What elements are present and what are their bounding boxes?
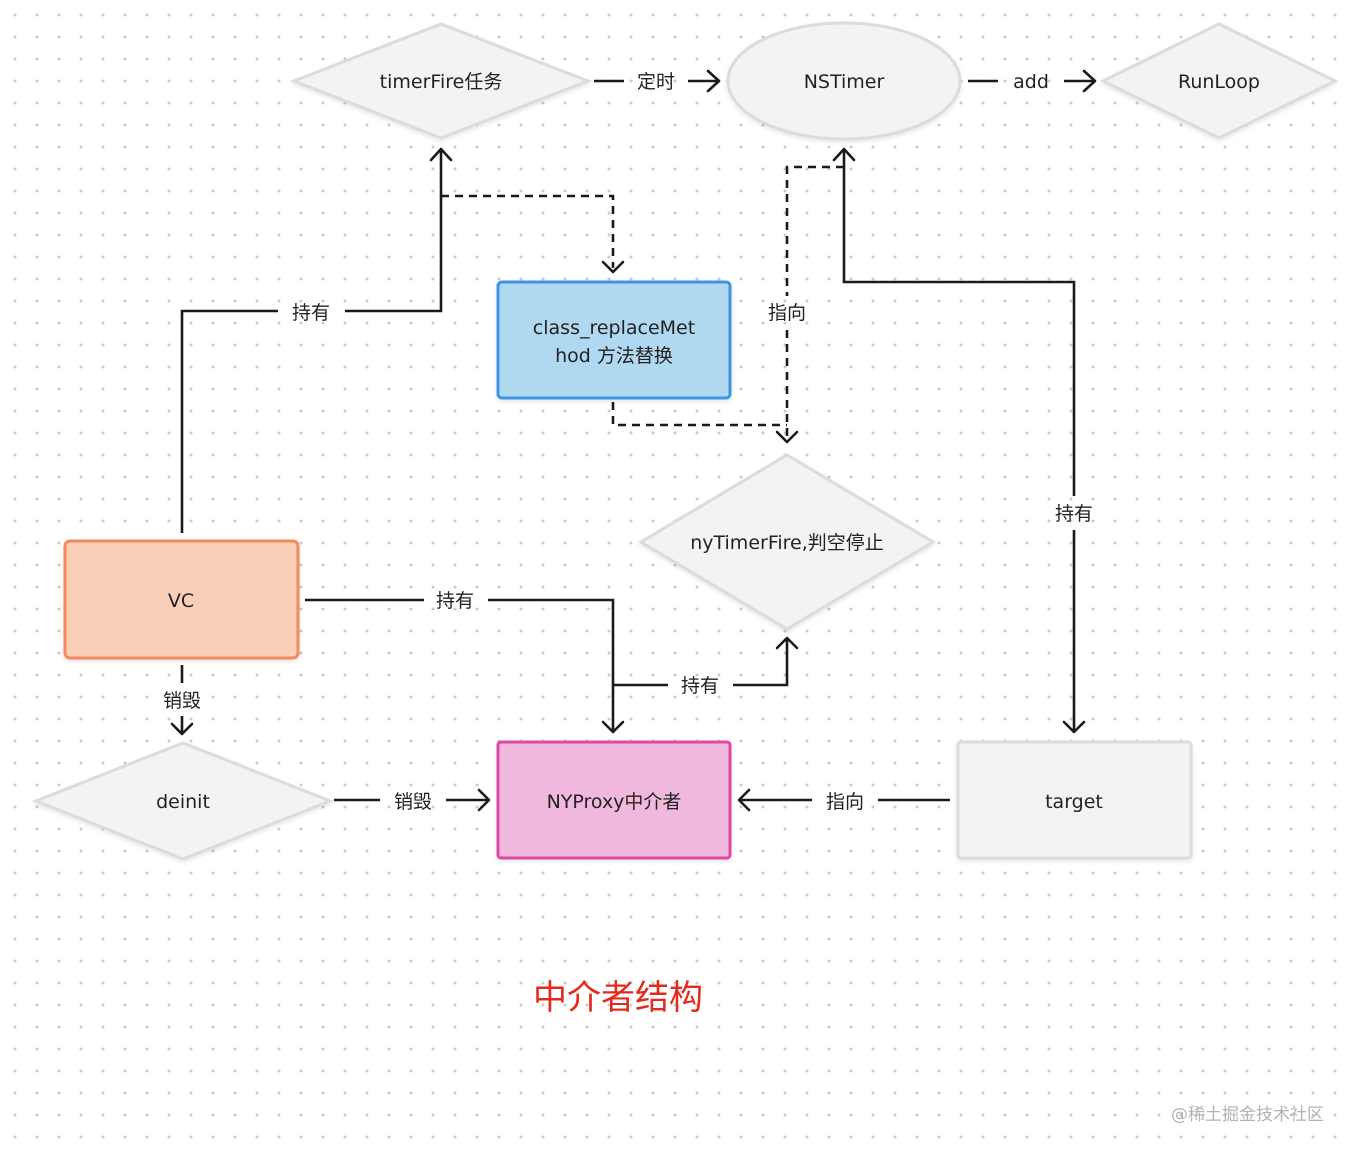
edge-target-hold-nstimer — [832, 147, 1086, 734]
edge-label-point-nstimer: 指向 — [768, 302, 806, 324]
target-label: target — [1045, 791, 1103, 813]
edge-label-target-point-proxy: 指向 — [826, 791, 864, 813]
edge-label-proxy-hold-nytimerfire: 持有 — [681, 675, 719, 697]
edge-proxy-hold-nytimerfire — [613, 636, 799, 687]
edge-vc-hold-timerfire — [180, 147, 453, 533]
nyproxy-label: NYProxy中介者 — [547, 791, 682, 813]
class-replace-label-line2: hod 方法替换 — [555, 345, 673, 367]
vc-label: VC — [168, 590, 194, 612]
edge-dashed-to-class-replace — [441, 194, 625, 274]
node-timerfire-task: timerFire任务 — [289, 22, 593, 140]
node-nyproxy: NYProxy中介者 — [496, 740, 732, 860]
node-deinit: deinit — [31, 741, 335, 861]
node-vc: VC — [63, 539, 300, 660]
edge-timerfire-to-nstimer — [594, 69, 721, 93]
timerfire-task-label: timerFire任务 — [380, 71, 503, 93]
edge-nstimer-to-runloop — [968, 69, 1097, 93]
watermark: @稀土掘金技术社区 — [1171, 1105, 1324, 1125]
node-runloop: RunLoop — [1099, 22, 1339, 140]
nytimerfire-label: nyTimerFire,判空停止 — [690, 532, 884, 554]
edge-deinit-destroy-proxy — [334, 788, 491, 812]
edge-vc-destroy-deinit — [170, 665, 194, 736]
edge-label-add: add — [1013, 71, 1049, 93]
diagram-caption: 中介者结构 — [533, 978, 703, 1018]
edge-label-deinit-destroy: 销毁 — [394, 791, 432, 813]
runloop-label: RunLoop — [1178, 71, 1260, 93]
edge-label-timer: 定时 — [637, 71, 675, 93]
node-class-replace-method: class_replaceMet hod 方法替换 — [496, 280, 732, 400]
class-replace-label-line1: class_replaceMet — [533, 317, 695, 339]
edge-target-point-proxy — [737, 788, 950, 812]
edge-dashed-point-nstimer — [775, 165, 844, 444]
node-target: target — [956, 740, 1193, 860]
edge-label-vc-hold-timerfire: 持有 — [292, 302, 330, 324]
edge-label-target-hold-nstimer: 持有 — [1055, 503, 1093, 525]
edge-label-vc-destroy: 销毁 — [163, 690, 201, 712]
nstimer-label: NSTimer — [804, 71, 885, 93]
node-nstimer: NSTimer — [726, 21, 962, 141]
node-nytimerfire: nyTimerFire,判空停止 — [638, 453, 936, 631]
deinit-label: deinit — [156, 791, 210, 813]
edge-label-vc-hold-proxy: 持有 — [436, 590, 474, 612]
edge-dashed-class-replace-to-nytimerfire — [611, 402, 787, 427]
edge-vc-hold-proxy — [305, 598, 625, 734]
